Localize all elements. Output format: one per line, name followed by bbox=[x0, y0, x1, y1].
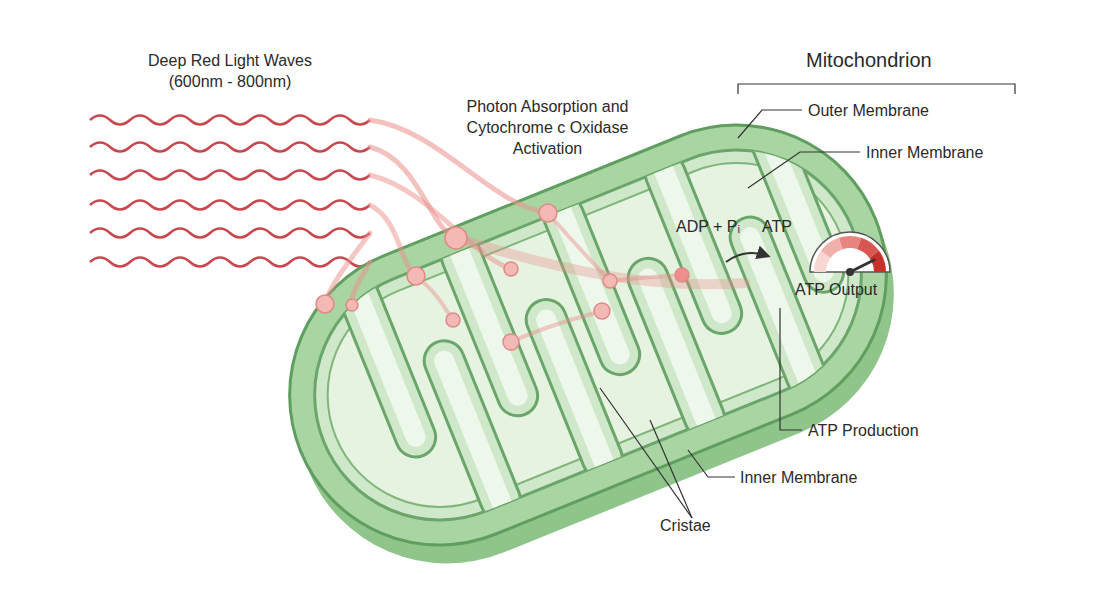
part-name: Outer Membrane bbox=[808, 100, 929, 121]
part-name: ATP Production bbox=[808, 420, 919, 441]
diagram-title: Mitochondrion bbox=[806, 48, 932, 73]
part-name: Inner Membrane bbox=[740, 467, 857, 488]
leader-lines bbox=[600, 84, 1015, 518]
reaction-text: ATP bbox=[762, 216, 792, 237]
photons bbox=[316, 204, 689, 350]
reaction-text: ADP + Pᵢ bbox=[676, 216, 740, 237]
part-name: Cristae bbox=[660, 515, 711, 536]
light-label: Deep Red Light Waves (600nm - 800nm) bbox=[130, 50, 330, 92]
mitochondrion-body bbox=[244, 80, 939, 600]
gauge-label: ATP Output bbox=[795, 279, 877, 300]
light-waves bbox=[90, 116, 370, 267]
process-label: Photon Absorption and Cytochrome c Oxida… bbox=[450, 96, 645, 159]
part-name: Inner Membrane bbox=[866, 142, 983, 163]
atp-gauge bbox=[810, 232, 890, 276]
reaction-arrow bbox=[726, 253, 768, 262]
